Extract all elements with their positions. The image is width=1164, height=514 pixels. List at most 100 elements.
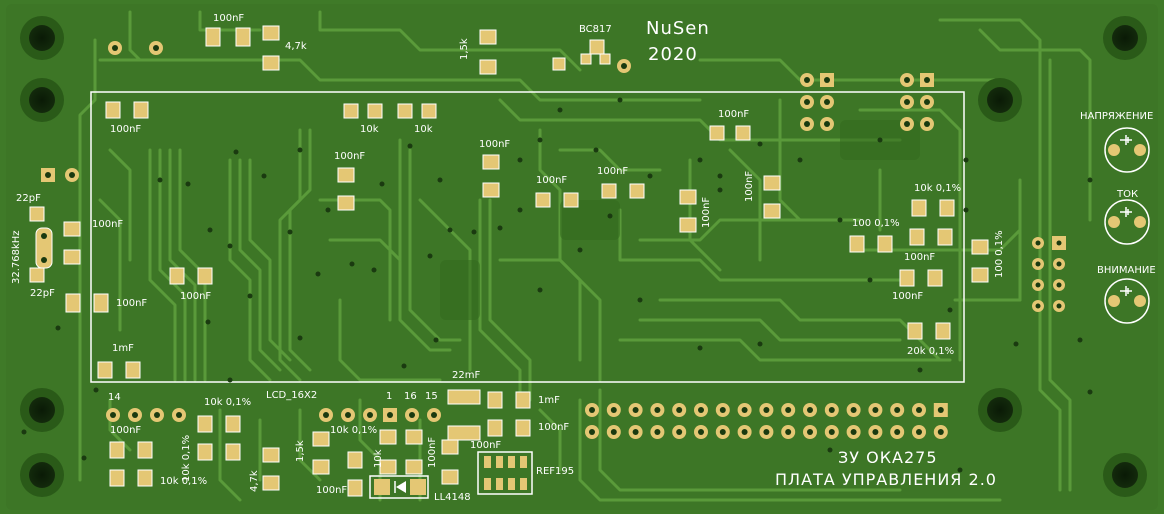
resistor-label: 10k [360, 124, 379, 135]
via [325, 207, 331, 213]
pin-hole [828, 429, 835, 435]
via [963, 207, 969, 213]
cap-label: 100nF [538, 422, 570, 433]
pin-hole [872, 407, 879, 413]
via [379, 181, 385, 187]
resistor-label: 1,5k [459, 38, 470, 60]
via [447, 227, 453, 233]
pin-hole [632, 429, 639, 435]
pin-hole [741, 429, 748, 435]
pin-hole [785, 407, 792, 413]
display-outline [90, 91, 965, 383]
cap-label: 22pF [16, 193, 41, 204]
via [287, 229, 293, 235]
via [185, 181, 191, 187]
resistor-label: 1,5k [295, 440, 306, 462]
cap-label: 100nF [180, 291, 212, 302]
via [297, 335, 303, 341]
cap-label: 100nF [701, 196, 712, 228]
pin-hole [654, 429, 661, 435]
via [247, 293, 253, 299]
pin-hole [610, 429, 617, 435]
pin-hole [763, 407, 770, 413]
resistor-label: 10k 0,1% [204, 397, 252, 408]
pin-hole [894, 407, 901, 413]
cap-label: 100nF [904, 252, 936, 263]
via [233, 149, 239, 155]
pin-hole [894, 429, 901, 435]
via [227, 243, 233, 249]
author-label: NuSen [646, 18, 710, 39]
transistor-label: BC817 [579, 24, 612, 35]
resistor-label: 4,7k [249, 470, 260, 492]
via [757, 341, 763, 347]
via [433, 337, 439, 343]
via [227, 377, 233, 383]
via [607, 213, 613, 219]
via [837, 217, 843, 223]
cap-label: 100nF [470, 440, 502, 451]
resistor-label: 4,7k [285, 41, 307, 52]
via [407, 143, 413, 149]
pin-hole [937, 429, 944, 435]
cap-label: 100nF [334, 151, 366, 162]
pin-hole [589, 429, 595, 435]
pin-hole [828, 407, 835, 413]
resistor-label: 10k 0,1% [160, 476, 208, 487]
lcd-pin-14: 14 [108, 392, 121, 403]
vias [21, 97, 1093, 473]
via [757, 141, 763, 147]
resistor-label: 10k 0,1% [330, 425, 378, 436]
product-subtitle: ПЛАТА УПРАВЛЕНИЯ 2.0 [775, 470, 997, 489]
through-hole-pads [35, 41, 1066, 439]
via [315, 271, 321, 277]
resistor-label: 10k [373, 449, 384, 468]
led-pads [1108, 144, 1146, 307]
via [517, 207, 523, 213]
pin-hole [763, 429, 770, 435]
smd-pads [29, 25, 989, 497]
via [537, 137, 543, 143]
pin-hole [872, 429, 879, 435]
cap-label: 100nF [744, 170, 755, 202]
pin-hole [850, 429, 857, 435]
pin-hole [937, 407, 944, 413]
via [637, 297, 643, 303]
led-indicators [1104, 127, 1150, 324]
via [517, 157, 523, 163]
cap-label: 100nF [718, 109, 750, 120]
via [797, 157, 803, 163]
diode-symbols [1120, 135, 1132, 296]
via [867, 277, 873, 283]
pin-hole [807, 407, 813, 413]
resistor-label: 10k [414, 124, 433, 135]
pin-hole [698, 429, 704, 435]
via [349, 261, 355, 267]
diode-label: LL4148 [434, 492, 471, 503]
pin-hole [916, 407, 922, 413]
via [1013, 341, 1019, 347]
cap-label: 100nF [316, 485, 348, 496]
via [427, 253, 433, 259]
cap-label: 100nF [110, 425, 142, 436]
via [1087, 177, 1093, 183]
cap-label: 100nF [116, 298, 148, 309]
ic-label: REF195 [536, 466, 575, 477]
pin-hole [850, 407, 857, 413]
cap-label: 100nF [427, 436, 438, 468]
via [55, 325, 61, 331]
indicator-warning-label: ВНИМАНИЕ [1097, 265, 1156, 276]
resistor-label: 20k 0,1% [907, 346, 955, 357]
cap-label: 100nF [213, 13, 245, 24]
cap-label: 22mF [452, 370, 481, 381]
resistor-label: 100 0,1% [994, 230, 1005, 278]
pin-hole [676, 407, 683, 413]
pin-hole [698, 407, 704, 413]
cap-label: 100nF [479, 139, 511, 150]
cap-label: 100nF [110, 124, 142, 135]
via [557, 107, 563, 113]
via [297, 147, 303, 153]
via [697, 345, 703, 351]
